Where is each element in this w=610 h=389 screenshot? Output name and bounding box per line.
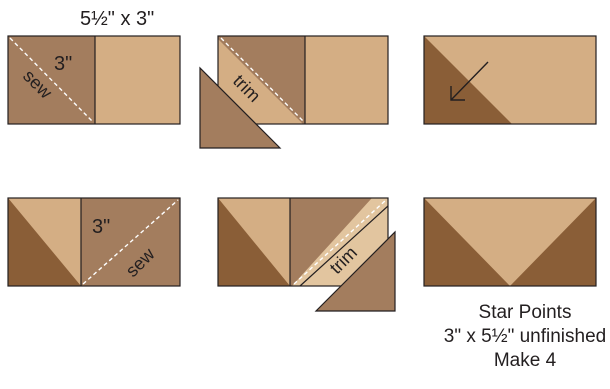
step-5-remaining-square xyxy=(290,198,372,286)
step-2-outline xyxy=(217,35,389,125)
trimmed-triangle-2 xyxy=(314,230,396,312)
step-1-sew-square: 5½" x 3" 3" sew xyxy=(7,8,181,125)
step-4-outline xyxy=(7,197,181,287)
step-4-sew-second-square: 3" sew xyxy=(7,197,181,287)
step-6-finished-star-point xyxy=(423,197,597,287)
step-2-trim: trim xyxy=(199,35,389,149)
caption-line-2: 3" x 5½" unfinished xyxy=(443,326,607,347)
arrow-head xyxy=(450,86,465,101)
caption-line-1: Star Points xyxy=(478,302,572,323)
step-6-right-triangle xyxy=(510,198,596,286)
step-2-remaining-square xyxy=(218,36,305,124)
arrow-shaft xyxy=(450,61,489,101)
trim-dashed-line-1 xyxy=(220,37,304,122)
square-size-label-2: 3" xyxy=(92,216,110,238)
step-1-outline xyxy=(7,35,181,125)
step-4-dark-triangle xyxy=(8,198,81,286)
step-3-pressed xyxy=(423,35,597,125)
square-size-label-1: 3" xyxy=(54,53,72,75)
step-5-trim-second: trim xyxy=(217,197,396,312)
sew-line-1 xyxy=(9,37,94,123)
caption-line-3: Make 4 xyxy=(493,350,557,371)
step-5-cut-edge xyxy=(299,205,389,287)
size-label-top: 5½" x 3" xyxy=(80,8,154,30)
step-3-outline xyxy=(423,35,597,125)
arrow-down-left-icon xyxy=(450,61,489,101)
step-6-left-triangle xyxy=(424,198,510,286)
step-5-dark-triangle xyxy=(218,198,290,286)
trimmed-triangle-1 xyxy=(199,66,282,149)
step-3-dark-triangle xyxy=(424,36,512,124)
step-6-outline xyxy=(423,197,597,287)
sew-line-2 xyxy=(82,199,179,285)
